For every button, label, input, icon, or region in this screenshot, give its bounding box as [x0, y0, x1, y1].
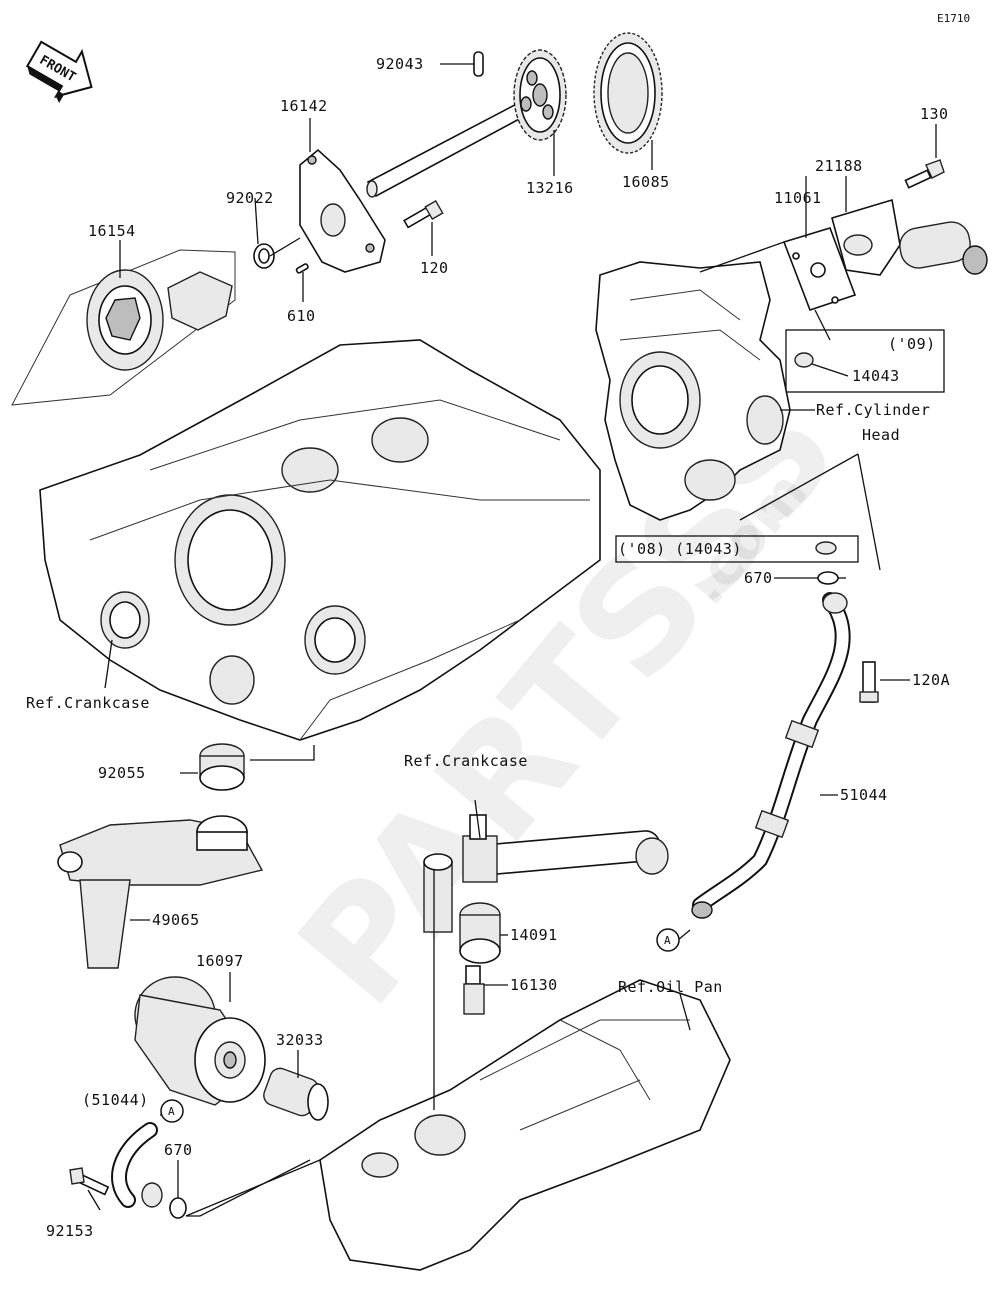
ref-crankcase-left: Ref.Crankcase	[26, 694, 150, 712]
label-32033: 32033	[276, 1031, 324, 1049]
label-49065: 49065	[152, 911, 200, 929]
oring-670-top	[817, 571, 839, 585]
valve-21188	[831, 198, 988, 276]
oil-pan	[319, 979, 731, 1271]
front-arrow-icon: FRONT	[25, 40, 93, 103]
label-130: 130	[920, 105, 949, 123]
label-51044-paren: (51044)	[82, 1091, 149, 1109]
oil-pipe-51044	[691, 592, 851, 919]
label-51044: 51044	[840, 786, 888, 804]
connector-a-top: A	[656, 928, 680, 952]
label-16154: 16154	[88, 222, 136, 240]
bolt-130	[904, 159, 945, 189]
leader-lines	[87, 63, 937, 1217]
diagram-code: E1710	[937, 12, 970, 25]
label-16142: 16142	[280, 97, 328, 115]
collar-14091	[459, 902, 501, 964]
pump-cover-16142	[299, 148, 386, 273]
label-120A: 120A	[912, 671, 950, 689]
strainer-49065	[57, 815, 264, 969]
ref-oil-pan: Ref.Oil Pan	[618, 978, 723, 996]
pipe-51044-lower	[111, 1122, 163, 1208]
switch-16130	[463, 965, 485, 1015]
plug-14043-08	[815, 541, 837, 555]
bolt-120	[403, 199, 444, 229]
bolt-120A	[859, 661, 879, 703]
ref-cylinder-head-1: Ref.Cylinder	[816, 401, 930, 419]
box-09	[785, 329, 945, 393]
label-16130: 16130	[510, 976, 558, 994]
gear-16085	[593, 32, 663, 154]
oring-92022	[253, 243, 275, 269]
connector-a-bottom: A	[160, 1099, 184, 1123]
rotor-16154	[11, 249, 236, 406]
label-14043-08: ('08) (14043)	[618, 540, 742, 558]
label-21188: 21188	[815, 157, 863, 175]
oil-pipe-mid	[462, 814, 669, 883]
plug-14043-09	[794, 352, 814, 368]
ref-crankcase-mid: Ref.Crankcase	[404, 752, 528, 770]
label-670-bottom: 670	[164, 1141, 193, 1159]
pipe-ref-crankcase	[423, 853, 453, 933]
label-16085: 16085	[622, 173, 670, 191]
label-92153: 92153	[46, 1222, 94, 1240]
pipe-32033	[263, 1067, 329, 1121]
gasket-11061	[782, 227, 857, 312]
label-120: 120	[420, 259, 449, 277]
label-14091: 14091	[510, 926, 558, 944]
crankcase	[39, 339, 601, 741]
pin-610	[295, 263, 309, 274]
cylinder-head	[595, 261, 791, 521]
label-11061: 11061	[774, 189, 822, 207]
bolt-92153	[69, 1167, 110, 1196]
oring-670-bottom	[169, 1197, 187, 1219]
pin-92043	[473, 51, 484, 77]
label-14043: 14043	[852, 367, 900, 385]
connector-a-bottom-label: A	[168, 1105, 175, 1118]
box-08	[615, 535, 859, 563]
label-14043-year-09: ('09)	[888, 335, 936, 353]
gear-13216	[513, 49, 567, 141]
label-92055: 92055	[98, 764, 146, 782]
label-610: 610	[287, 307, 316, 325]
part-labels: 92043 13216 16085 16142 92022 16154 120 …	[26, 55, 950, 1240]
label-13216: 13216	[526, 179, 574, 197]
pump-shaft	[366, 96, 538, 198]
label-92022: 92022	[226, 189, 274, 207]
label-670-top: 670	[744, 569, 773, 587]
connector-a-top-label: A	[664, 934, 671, 947]
label-16097: 16097	[196, 952, 244, 970]
oil-filter-16097	[134, 976, 266, 1106]
ref-cylinder-head-2: Head	[862, 426, 900, 444]
label-92043: 92043	[376, 55, 424, 73]
seal-92055	[199, 743, 245, 791]
